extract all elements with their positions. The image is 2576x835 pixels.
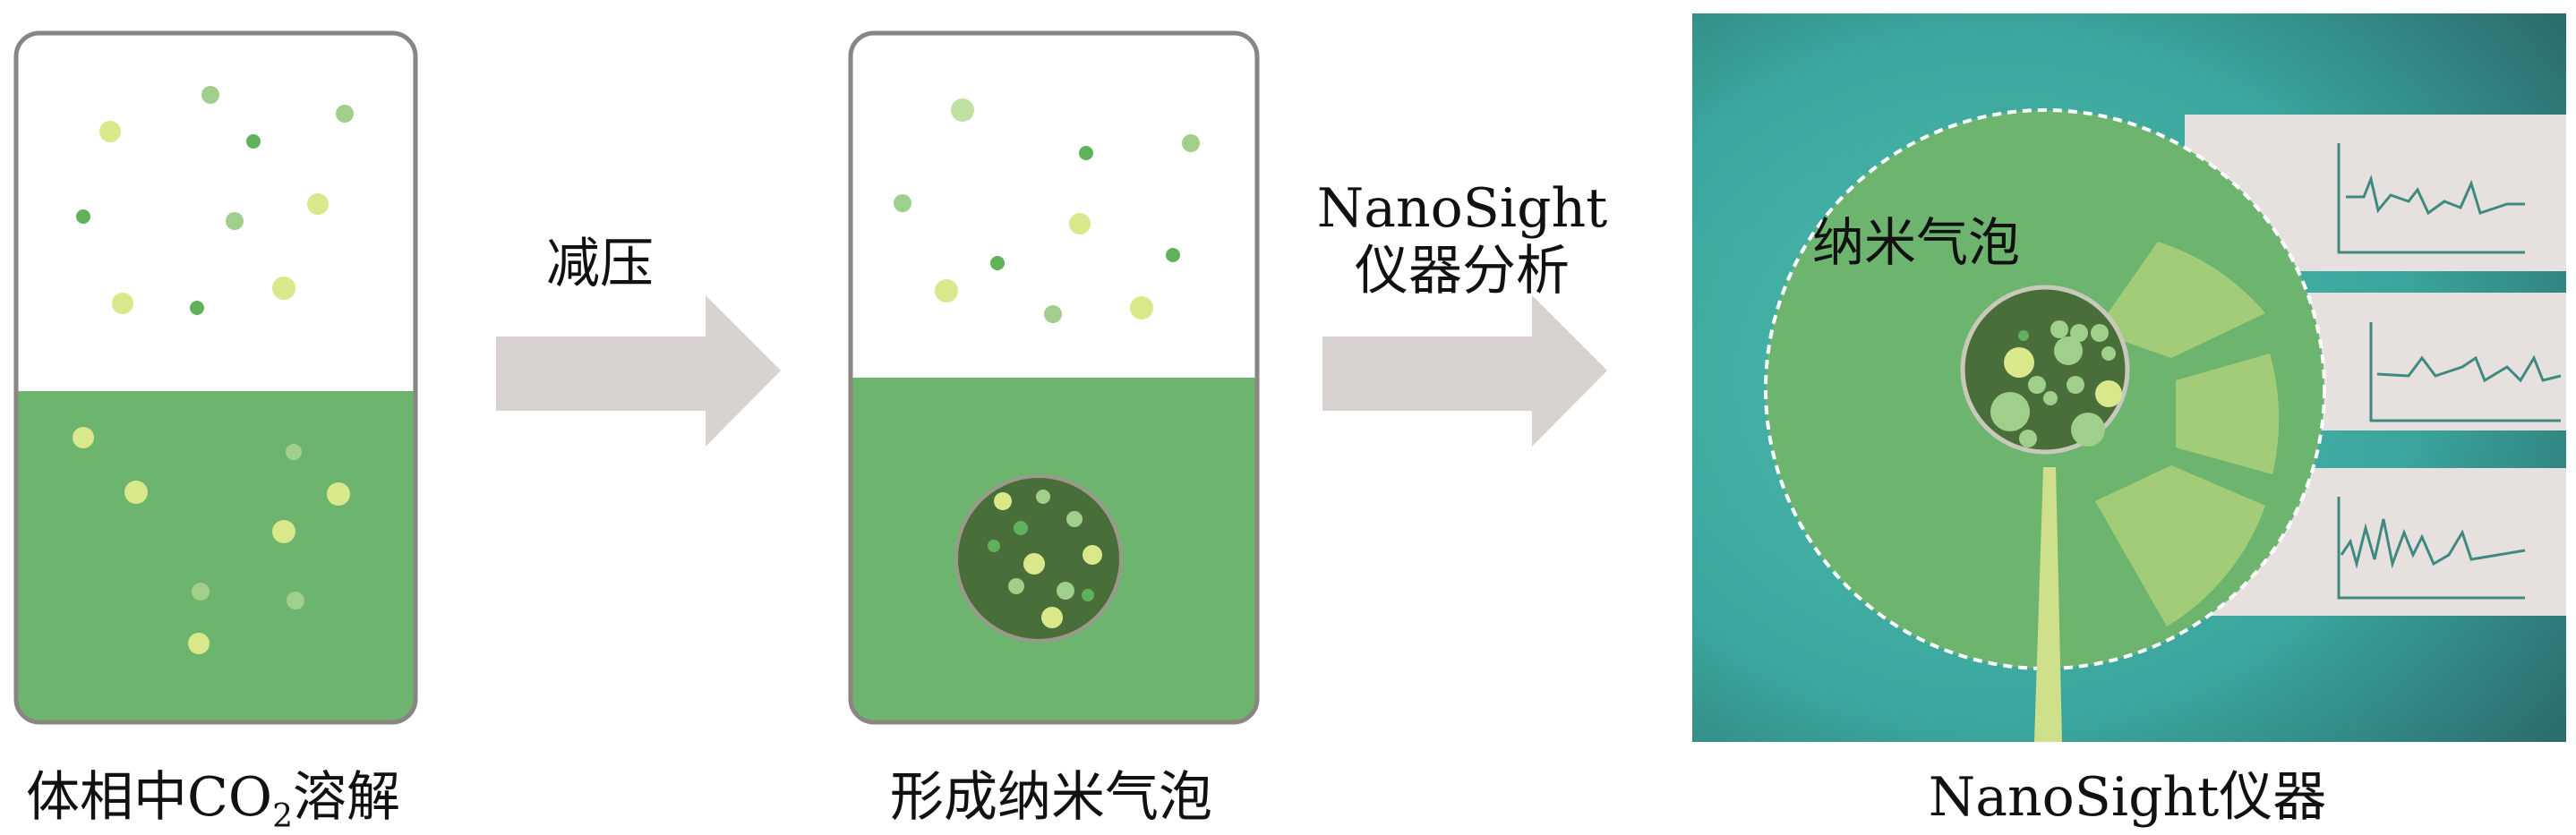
bubble-dot [190, 301, 204, 315]
bubble-dot [76, 209, 90, 224]
arrow-label-nanosight: NanoSight [1316, 177, 1608, 240]
bubble-dot [1036, 490, 1050, 504]
bubble-dot [988, 540, 1000, 552]
bubble-dot [1130, 296, 1153, 320]
bubble-dot [2091, 324, 2109, 342]
bubble-dot [112, 293, 133, 314]
bubble-dot [2043, 391, 2058, 405]
bubble-dot [894, 194, 911, 212]
beaker-bulk-co2 [13, 30, 418, 725]
bubble-dot [1079, 146, 1093, 160]
bubble-dot [2019, 430, 2037, 447]
bubble-dot [2004, 347, 2034, 378]
laser-beam [2034, 467, 2062, 742]
bubble-dot [1082, 589, 1094, 601]
bubble-dot [1069, 213, 1091, 234]
caption-text: 体相中CO [25, 766, 273, 829]
bubble-dot [73, 427, 94, 448]
arrow-depressurize [496, 295, 781, 447]
bubble-dot [1008, 578, 1024, 594]
bubble-dot [1014, 521, 1028, 535]
bubble-dot [1166, 248, 1180, 262]
signal-graph-2 [2369, 322, 2562, 422]
bubble-dot [994, 492, 1012, 510]
caption-nanobubbles: 形成纳米气泡 [890, 766, 1212, 829]
signal-graph-1 [2337, 143, 2525, 254]
bubble-dot [272, 277, 295, 300]
arrow-label-depressurize: 减压 [546, 233, 654, 295]
caption-nanosight: NanoSight仪器 [1928, 766, 2327, 829]
signal-graph-3 [2337, 497, 2526, 600]
bubble-dot [1041, 607, 1063, 628]
bubble-dot [2070, 324, 2088, 342]
bubble-dot [307, 193, 329, 215]
bubble-dot [2067, 376, 2084, 394]
bubble-dot [327, 482, 350, 506]
bubble-dot [99, 121, 121, 142]
bubble-dot [287, 592, 304, 609]
bubble-dot [272, 520, 295, 543]
bubble-dot [990, 256, 1005, 270]
bubble-dot [201, 86, 219, 104]
bubble-dot [935, 279, 958, 302]
bubble-dot [951, 98, 974, 122]
bubble-dot [1057, 582, 1074, 600]
bubble-dot [2050, 320, 2068, 338]
bubble-dot [1044, 305, 1062, 323]
caption-text: 溶解 [293, 766, 401, 829]
bubble-dot [1066, 511, 1083, 527]
nanosight-panel [1692, 13, 2566, 742]
bubble-dot [2101, 346, 2116, 361]
bubble-dot [1990, 392, 2030, 431]
bubble-dot [124, 481, 148, 504]
bubble-dot [1083, 545, 1102, 565]
beaker-nanobubbles [848, 30, 1260, 725]
bubble-dot [188, 633, 210, 654]
bubble-dot [192, 583, 210, 601]
bubble-dot [2054, 337, 2083, 365]
arrow-label-analysis: 仪器分析 [1355, 240, 1570, 302]
caption-bulk-co2: 体相中CO2溶解 [26, 768, 400, 835]
nanobubble-label: 纳米气泡 [1811, 212, 2021, 273]
bubble-dot [1182, 134, 1200, 152]
bubble-dot [1023, 553, 1045, 575]
detector-sectors [2095, 242, 2280, 626]
bubble-dot [2071, 413, 2105, 447]
bubble-dot [286, 444, 302, 460]
bubble-dot [336, 105, 354, 123]
arrow-analysis [1322, 295, 1607, 447]
bubble-dot [246, 134, 261, 149]
bubble-dot [2028, 376, 2046, 394]
bubble-dot [226, 212, 244, 230]
bubble-dot [2018, 330, 2029, 341]
bubble-dot [2095, 380, 2122, 407]
caption-subscript: 2 [272, 798, 294, 835]
